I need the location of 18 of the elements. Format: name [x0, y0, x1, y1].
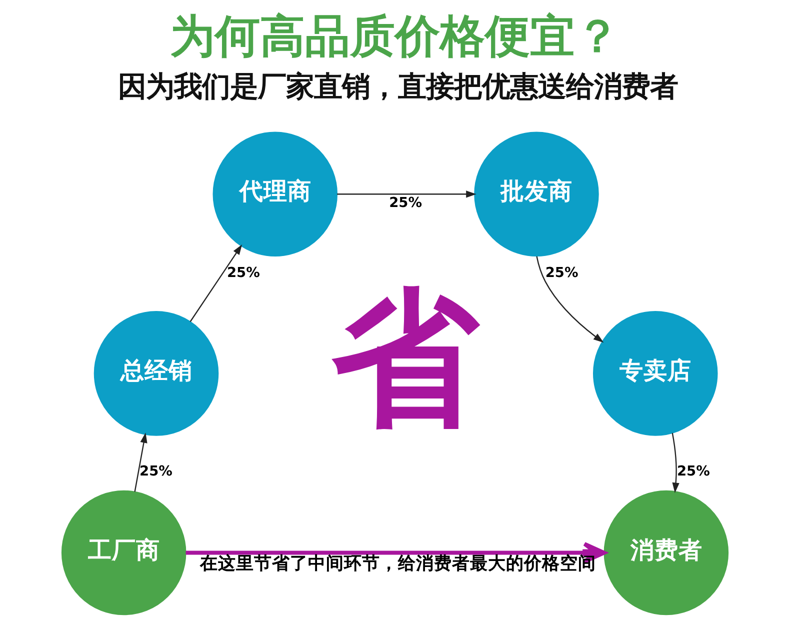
edge-label: 25%	[676, 463, 710, 480]
edge-label: 25%	[140, 463, 172, 480]
edge-label: 25%	[226, 264, 260, 281]
edge-label: 在这里节省了中间环节，给消费者最大的价格空间	[200, 554, 596, 574]
node-circle: 工厂商	[61, 490, 186, 616]
node-circle: 消费者	[604, 490, 729, 616]
arrow	[134, 432, 148, 492]
arrow	[190, 244, 242, 322]
diagram-title: 为何高品质价格便宜？	[170, 9, 620, 62]
node-circle: 批发商	[474, 132, 599, 257]
arrow	[536, 256, 604, 343]
edge-label: 25%	[389, 195, 422, 212]
node-circle: 总经销	[94, 311, 219, 436]
edge-label: 25%	[545, 264, 578, 281]
arrow	[337, 190, 476, 198]
label: 因为我们是厂家直销，直接把优惠送给消费者	[118, 70, 678, 104]
label: 省	[332, 272, 479, 444]
arrow	[672, 432, 680, 493]
